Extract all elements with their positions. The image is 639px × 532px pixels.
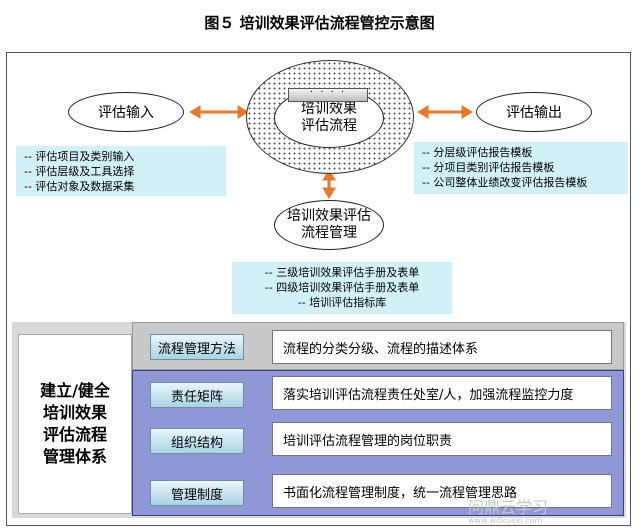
row-desc-org-structure: 培训评估流程管理的岗位职责 (272, 422, 612, 456)
row-desc-responsibility-matrix: 落实培训评估流程责任处室/人，加强流程监控力度 (272, 376, 612, 410)
diagram-frame (6, 52, 631, 526)
watermark: 问鼎云学习 www.wdxuexi.com (468, 494, 636, 528)
output-list-item: -- 公司整体业绩改变评估报告模板 (422, 176, 588, 189)
system-title-box: 建立/健全 培训效果 评估流程 管理体系 (18, 334, 132, 514)
management-list-item: -- 培训评估指标库 (297, 296, 387, 309)
input-list-item: -- 评估项目及类别输入 (24, 150, 135, 163)
node-evaluation-output: 评估输出 (476, 92, 592, 132)
output-list-box: -- 分层级评估报告模板 -- 分项目类别评估报告模板 -- 公司整体业绩改变评… (414, 142, 628, 194)
row-desc-management-rules: 书面化流程管理制度，统一流程管理思路 (272, 474, 612, 508)
watermark-text: 问鼎云学习 (468, 498, 549, 517)
output-list-item: -- 分层级评估报告模板 (422, 146, 533, 159)
figure-title: 图５ 培训效果评估流程管控示意图 (204, 14, 435, 32)
management-list-box: -- 三级培训效果评估手册及表单 -- 四级培训效果评估手册及表单 -- 培训评… (232, 262, 452, 314)
input-list-item: -- 评估对象及数据采集 (24, 180, 135, 193)
node-process-management-line2: 流程管理 (301, 225, 357, 241)
management-list-item: -- 三级培训效果评估手册及表单 (264, 266, 420, 279)
node-process-management: 培训效果评估 流程管理 (274, 200, 384, 250)
center-tab: · · · · (288, 88, 368, 102)
input-list-box: -- 评估项目及类别输入 -- 评估层级及工具选择 -- 评估对象及数据采集 (16, 146, 226, 196)
row-desc-process-method: 流程的分类分级、流程的描述体系 (272, 330, 612, 364)
row-label-org-structure: 组织结构 (150, 428, 244, 454)
node-evaluation-input: 评估输入 (68, 92, 184, 132)
node-evaluation-input-label: 评估输入 (98, 105, 154, 121)
node-evaluation-output-label: 评估输出 (506, 105, 562, 121)
row-label-responsibility-matrix: 责任矩阵 (150, 382, 244, 408)
output-list-item: -- 分项目类别评估报告模板 (422, 161, 555, 174)
input-list-item: -- 评估层级及工具选择 (24, 165, 135, 178)
node-process-management-line1: 培训效果评估 (287, 208, 371, 224)
row-label-process-method: 流程管理方法 (150, 334, 244, 360)
watermark-url: www.wdxuexi.com (468, 516, 543, 525)
center-label-line1: 培训效果 (301, 101, 357, 117)
center-label-line2: 评估流程 (301, 118, 357, 134)
system-title: 建立/健全 培训效果 评估流程 管理体系 (40, 381, 110, 466)
management-list-item: -- 四级培训效果评估手册及表单 (264, 281, 420, 294)
row-label-management-rules: 管理制度 (150, 480, 244, 506)
